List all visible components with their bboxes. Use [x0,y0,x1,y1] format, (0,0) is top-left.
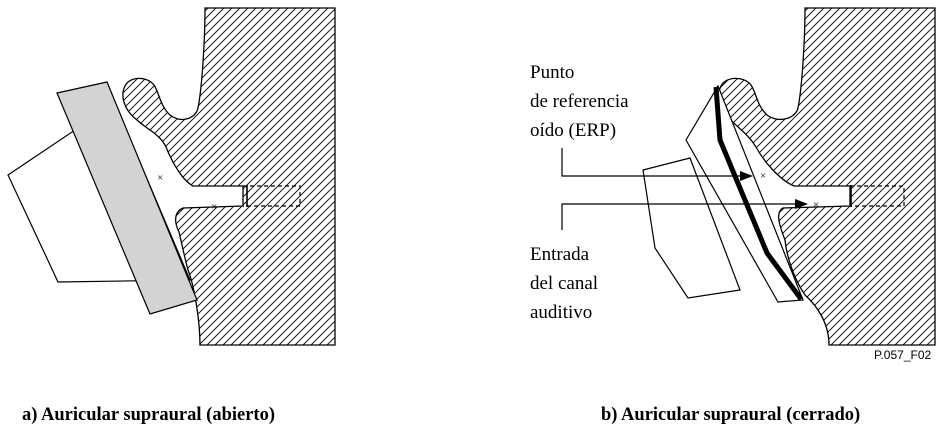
canal-label-line-3: auditivo [530,302,592,323]
earcup-cushion-a [56,81,198,315]
head-cross-section-a [122,7,336,346]
erp-arrowhead [740,171,753,181]
canal-leader-line [561,203,796,230]
erp-label-line-1: Punto [530,62,574,83]
canal-arrowhead [795,199,808,209]
ear-canal-tip-a [243,185,301,207]
canal-label-line-1: Entrada [530,244,590,265]
erp-label: Punto de referencia oído (ERP) [530,62,633,141]
canal-label: Entrada del canal auditivo [530,244,603,323]
cushion-seal-line-b [713,86,804,301]
caption-a: a) Auricular supraural (abierto) [22,405,275,425]
ear-canal-tip-b [850,185,905,207]
erp-label-line-3: oído (ERP) [530,120,616,141]
canal-label-line-2: del canal [530,273,598,294]
panel-a: × × a) Auricular supraural (abierto) [7,7,336,425]
erp-leader-line [561,148,742,177]
panel-b: × × Punto de referencia oído (ERP) Entra… [530,7,936,425]
earcup-body-b [642,157,741,299]
erp-marker-b: × [760,170,766,182]
figure-code: P.057_F02 [874,348,931,362]
erp-label-line-2: de referencia [530,91,629,112]
canal-marker-b: × [813,199,819,211]
canal-marker-a: × [211,201,217,213]
caption-b: b) Auricular supraural (cerrado) [601,405,860,425]
erp-marker-a: × [157,172,163,184]
